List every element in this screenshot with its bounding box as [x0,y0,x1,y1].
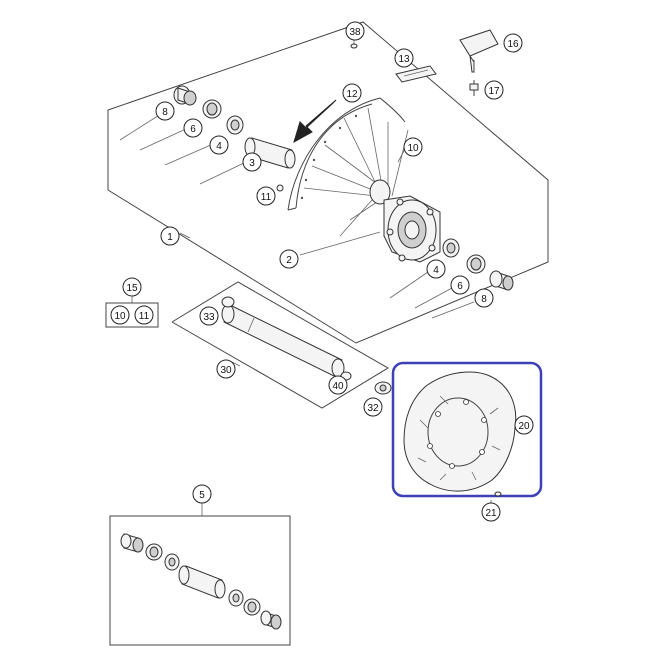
right-bearing-stack [442,238,514,291]
direction-arrow [293,99,337,144]
svg-text:4: 4 [216,141,222,152]
svg-text:40: 40 [332,381,344,392]
svg-text:6: 6 [190,124,196,135]
callout-10-top: 10 [403,137,423,157]
callout-38: 38 [345,21,365,41]
nipple-11 [276,184,284,192]
axle-frame [171,281,389,409]
svg-text:6: 6 [457,281,463,292]
svg-text:17: 17 [488,86,500,97]
svg-text:30: 30 [220,365,232,376]
callout-16: 16 [503,33,523,53]
small-parts-top [350,29,499,96]
callout-2: 2 [279,249,299,269]
callout-20: 20 [514,415,534,435]
svg-text:3: 3 [249,158,255,169]
callout-11-kit: 11 [134,305,154,325]
callout-4-right: 4 [426,259,446,279]
axle-parts [221,296,352,381]
svg-text:4: 4 [433,265,439,276]
collar-33 [221,296,235,308]
svg-text:11: 11 [261,192,272,203]
svg-text:33: 33 [203,312,215,323]
axle [221,304,345,378]
nut-17 [469,80,479,96]
svg-text:10: 10 [114,311,126,322]
callout-17: 17 [484,80,504,100]
axle-nut-32 [374,381,392,395]
screw-21 [490,491,502,504]
svg-text:12: 12 [346,89,358,100]
svg-text:21: 21 [485,508,497,519]
leader-lines [119,40,475,319]
callouts: 38 16 13 17 12 8 6 4 3 10 11 1 2 4 6 8 1… [110,21,534,522]
bearing-6-left [202,99,222,119]
svg-text:2: 2 [286,255,292,266]
callout-6-right: 6 [450,275,470,295]
callout-15: 15 [122,277,142,297]
callout-6-left: 6 [183,118,203,138]
svg-text:8: 8 [481,294,487,305]
callout-5: 5 [192,484,212,504]
callout-1: 1 [160,226,180,246]
spacer-8-right [489,270,514,291]
svg-text:15: 15 [126,283,138,294]
kit-bearing-right [243,598,261,616]
bearing-kit-5-box [109,503,291,646]
screw-38 [350,43,358,49]
kit-spacer-center [178,565,226,599]
kit-seal-left [164,553,180,571]
callout-8-right: 8 [474,288,494,308]
callout-3: 3 [242,152,262,172]
callout-30: 30 [216,359,236,379]
callout-32: 32 [363,397,383,417]
kit-seal-right [228,589,244,607]
kit-bearing-left [145,543,163,561]
svg-text:16: 16 [507,39,519,50]
rim [287,97,406,211]
callout-4-left: 4 [209,135,229,155]
bearing-kit-5-parts [120,533,282,630]
svg-text:11: 11 [139,311,150,322]
callout-13: 13 [394,48,414,68]
kit-spacer-right [260,610,282,630]
kit-spacer-left [120,533,144,553]
decal-13 [395,65,437,83]
svg-text:8: 8 [162,107,168,118]
seal-4-left [226,115,244,135]
brake-disc [403,371,517,492]
bearing-6-right [466,254,486,274]
valve-16 [459,29,499,73]
spokes [303,107,409,237]
svg-text:13: 13 [398,54,410,65]
brake-disc-highlight [391,361,543,498]
callout-11-top: 11 [256,186,276,206]
svg-text:38: 38 [349,27,361,38]
hub [369,179,441,263]
callout-33: 33 [199,306,219,326]
svg-text:5: 5 [199,490,205,501]
seal-4-right [442,238,460,258]
callout-10-kit: 10 [110,305,130,325]
svg-text:1: 1 [167,232,173,243]
spacer-8-left [173,85,197,106]
callout-40: 40 [328,375,348,395]
svg-text:20: 20 [518,421,530,432]
callout-8-left: 8 [155,101,175,121]
wheel-assembly-frame [107,21,549,344]
left-bearing-stack [173,85,296,192]
svg-text:10: 10 [407,143,419,154]
callout-21: 21 [481,502,501,522]
callout-12: 12 [342,83,362,103]
svg-text:32: 32 [367,403,379,414]
